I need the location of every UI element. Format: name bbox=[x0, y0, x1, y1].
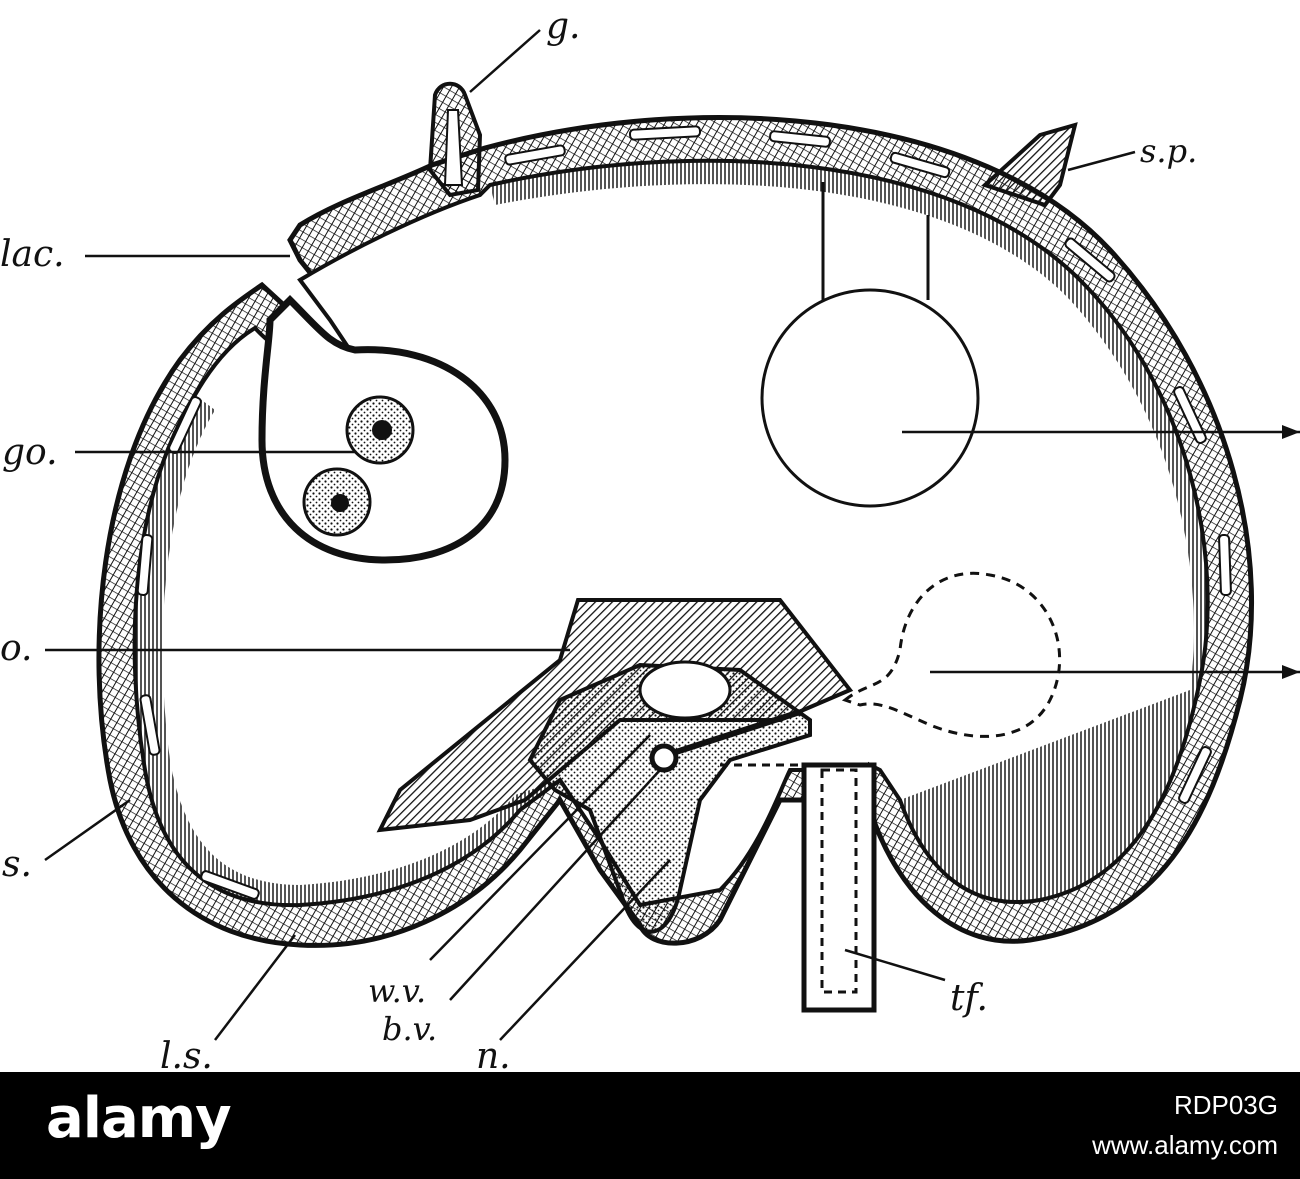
label-tf: tf. bbox=[950, 978, 988, 1019]
ovum-2-nucleus bbox=[331, 494, 349, 512]
label-ls: l.s. bbox=[160, 1036, 213, 1072]
alamy-logo: alamy bbox=[46, 1086, 232, 1151]
label-o: o. bbox=[0, 628, 32, 669]
ampulla-dashed bbox=[841, 571, 1062, 738]
diagram-stage: g. s.p. lac. go. o. s. l.s. w.v. b.v. n.… bbox=[0, 6, 1300, 1072]
arrow-head-right-2 bbox=[1282, 665, 1300, 679]
label-lac: lac. bbox=[0, 234, 65, 275]
image-id-text: RDP03G bbox=[1173, 1090, 1278, 1120]
ovum-1-nucleus bbox=[372, 420, 392, 440]
water-vessel bbox=[638, 660, 732, 720]
spine-process bbox=[981, 122, 1078, 208]
label-go: go. bbox=[2, 432, 58, 473]
leader-lines bbox=[44, 29, 1300, 1041]
watermark-footer: alamy RDP03G www.alamy.com bbox=[0, 1072, 1300, 1179]
gill-papilla-inner bbox=[443, 109, 464, 186]
label-g: g. bbox=[546, 6, 581, 47]
lacunae bbox=[136, 125, 1232, 900]
label-sp: s.p. bbox=[1140, 132, 1197, 170]
blood-vessel-branch bbox=[675, 709, 801, 755]
label-bv: b.v. bbox=[382, 1010, 437, 1048]
suspended-body bbox=[760, 288, 980, 508]
cross-section-diagram: g. s.p. lac. go. o. s. l.s. w.v. b.v. n.… bbox=[0, 6, 1300, 1072]
blood-vessel bbox=[649, 743, 679, 773]
footer-url-text: www.alamy.com bbox=[1092, 1130, 1278, 1160]
tube-foot bbox=[801, 762, 877, 1013]
muscle-layer bbox=[490, 160, 1208, 903]
label-n: n. bbox=[476, 1036, 511, 1072]
label-s: s. bbox=[2, 844, 32, 885]
label-wv: w.v. bbox=[368, 972, 426, 1010]
tube-foot-canal bbox=[820, 768, 858, 994]
arrow-head-right-1 bbox=[1282, 425, 1300, 439]
